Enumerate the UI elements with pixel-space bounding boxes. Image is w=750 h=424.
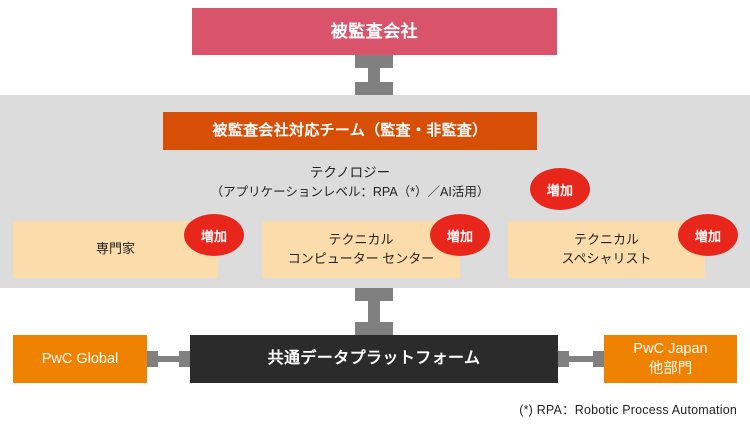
connector-cap-bottom (355, 82, 393, 95)
connector-bar (569, 356, 593, 362)
connector-team-to-platform (355, 288, 393, 335)
node-pwc-global-label: PwC Global (41, 351, 119, 367)
footnote-label: (*) RPA：Robotic Process Automation (519, 402, 737, 417)
node-role-technical-specialist-line-1: テクニカル (573, 232, 639, 248)
node-pwc-japan-line-2: 他部門 (648, 361, 693, 377)
connector-end-right (593, 351, 604, 367)
connector-end-left (558, 351, 569, 367)
node-team-header-label: 被監査会社対応チーム（監査・非監査） (212, 122, 488, 140)
node-pwc-japan: PwC Japan 他部門 (604, 335, 737, 383)
node-audited-company: 被監査会社 (192, 8, 557, 55)
node-role-technical-computer-center-line-2: コンピューター センター (287, 250, 435, 266)
node-role-technical-specialist: テクニカル スペシャリスト (508, 221, 705, 278)
node-common-data-platform: 共通データプラットフォーム (190, 335, 558, 383)
connector-stem (368, 68, 380, 82)
connector-cap-top (355, 288, 393, 301)
node-common-data-platform-label: 共通データプラットフォーム (267, 349, 481, 367)
connector-cap-bottom (355, 322, 393, 335)
node-role-technical-computer-center-line-1: テクニカル (328, 232, 394, 248)
increase-badge-role-technical-computer-center-label: 増加 (446, 228, 474, 244)
increase-badge-technology-label: 増加 (546, 182, 574, 198)
increase-badge-role-technical-computer-center: 増加 (430, 214, 490, 256)
node-role-specialist: 専門家 (13, 221, 218, 278)
connector-cap-top (355, 55, 393, 68)
connector-end-left (147, 351, 158, 367)
connector-top-to-team (355, 55, 393, 95)
technology-line-2: （アプリケーションレベル：RPA（*）／AI活用） (210, 184, 490, 199)
increase-badge-technology: 増加 (530, 168, 590, 210)
increase-badge-role-technical-specialist: 増加 (678, 214, 738, 256)
technology-text-block: テクノロジー （アプリケーションレベル：RPA（*）／AI活用） (163, 158, 537, 206)
node-role-technical-computer-center: テクニカル コンピューター センター (262, 221, 460, 278)
technology-line-1: テクノロジー (309, 165, 391, 181)
increase-badge-role-specialist-label: 増加 (200, 228, 228, 244)
connector-platform-to-pwc-japan (558, 351, 604, 367)
connector-stem (368, 301, 380, 322)
connector-end-right (179, 351, 190, 367)
increase-badge-role-technical-specialist-label: 増加 (694, 228, 722, 244)
node-role-technical-specialist-line-2: スペシャリスト (561, 250, 652, 266)
node-role-specialist-line-1: 専門家 (95, 241, 135, 257)
connector-bar (158, 356, 179, 362)
increase-badge-role-specialist: 増加 (184, 214, 244, 256)
node-team-header: 被監査会社対応チーム（監査・非監査） (163, 112, 537, 150)
footnote: (*) RPA：Robotic Process Automation (0, 398, 737, 418)
node-pwc-japan-line-1: PwC Japan (633, 341, 708, 357)
node-pwc-global: PwC Global (13, 335, 147, 383)
node-audited-company-label: 被監査会社 (330, 21, 419, 41)
connector-pwc-global-to-platform (147, 351, 190, 367)
